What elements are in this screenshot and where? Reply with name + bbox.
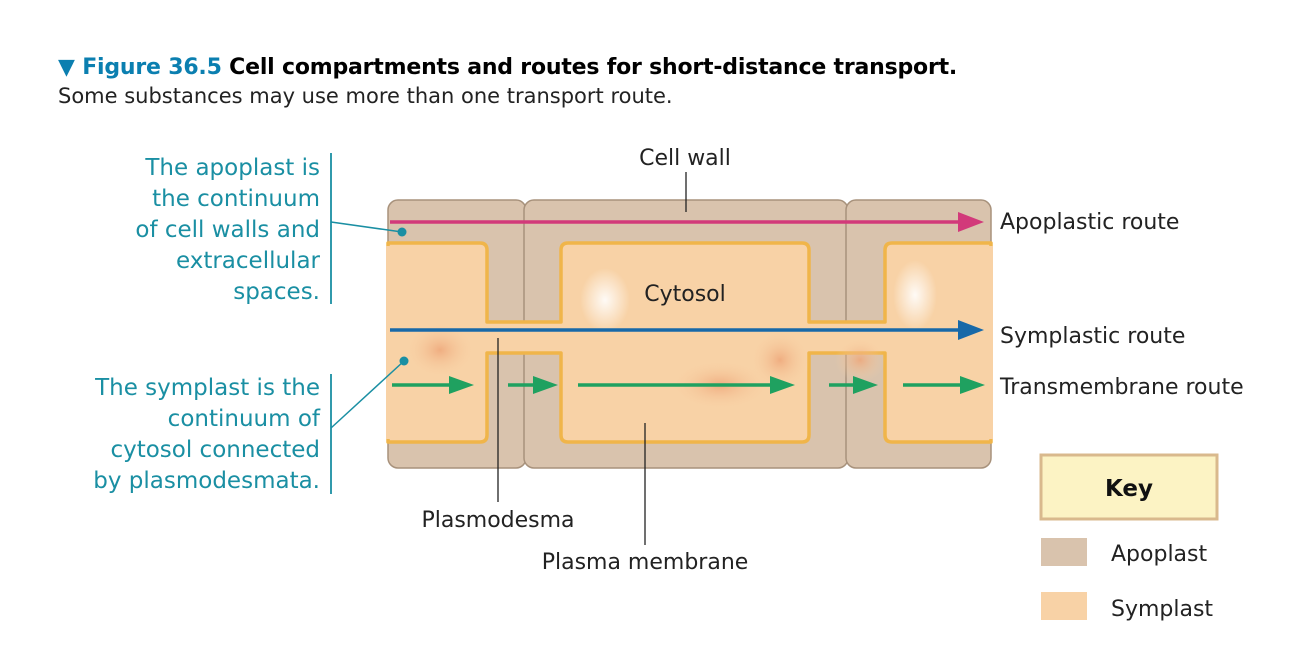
apoplast-note: The apoplast is the continuum of cell wa… — [135, 153, 407, 305]
key-title-box — [1039, 453, 1219, 521]
transmembrane-arrowhead — [770, 376, 795, 394]
key-swatch-apoplast — [1041, 538, 1087, 566]
cytosol-shade — [405, 322, 475, 378]
symplast-note-line: cytosol connected — [110, 437, 320, 463]
apoplast-note-line: extracellular — [176, 248, 321, 274]
figure-number: Figure 36.5 — [82, 55, 222, 80]
figure-title-text: Cell compartments and routes for short-d… — [229, 55, 958, 80]
cell-wall-label: Cell wall — [639, 146, 731, 171]
key-legend: Key Apoplast Symplast — [1039, 453, 1219, 622]
figure-caption: ▼ Figure 36.5 Cell compartments and rout… — [58, 55, 1258, 108]
apoplastic-arrowhead — [958, 212, 984, 232]
key-title: Key — [1105, 476, 1153, 502]
symplast-note-line: by plasmodesmata. — [93, 468, 320, 494]
key-swatch-symplast — [1041, 592, 1087, 620]
apoplast-pointer — [330, 221, 403, 233]
apoplast-note-line: the continuum — [152, 186, 320, 212]
symplast-pointer-dot — [399, 356, 409, 366]
key-label-apoplast: Apoplast — [1111, 542, 1207, 567]
transmembrane-route-label: Transmembrane route — [999, 375, 1244, 400]
symplastic-route-label: Symplastic route — [1000, 324, 1185, 349]
plasma-membrane-label: Plasma membrane — [542, 550, 749, 575]
apoplastic-route-arrow — [390, 212, 984, 232]
apoplastic-route-label: Apoplastic route — [1000, 210, 1179, 235]
apoplast-note-line: The apoplast is — [144, 155, 320, 181]
cytosol-shade — [835, 338, 885, 382]
transmembrane-route-arrows — [392, 376, 985, 394]
figure-marker: ▼ — [58, 55, 75, 80]
transmembrane-arrowhead — [960, 376, 985, 394]
figure-title: ▼ Figure 36.5 Cell compartments and rout… — [58, 55, 1258, 80]
cytosol-highlight — [893, 260, 937, 330]
apoplast-note-line: spaces. — [233, 279, 320, 305]
cytosol-label: Cytosol — [644, 282, 726, 307]
transmembrane-arrowhead — [853, 376, 878, 394]
plasmodesma-label: Plasmodesma — [421, 508, 574, 533]
transmembrane-arrowhead — [449, 376, 474, 394]
apoplast-pointer-dot — [397, 227, 407, 237]
symplast-pointer — [330, 360, 405, 429]
symplast-region — [386, 241, 993, 444]
apoplast-note-line: of cell walls and — [135, 217, 320, 243]
symplast-cytosol — [386, 241, 993, 444]
transmembrane-arrowhead — [533, 376, 558, 394]
symplastic-route-arrow — [390, 320, 984, 340]
key-label-symplast: Symplast — [1111, 597, 1213, 622]
symplastic-arrowhead — [958, 320, 984, 340]
symplast-note: The symplast is the continuum of cytosol… — [93, 356, 409, 494]
cytosol-highlight — [580, 268, 630, 332]
symplast-note-line: continuum of — [168, 406, 321, 432]
figure-subtitle: Some substances may use more than one tr… — [58, 84, 673, 108]
symplast-note-line: The symplast is the — [94, 375, 320, 401]
